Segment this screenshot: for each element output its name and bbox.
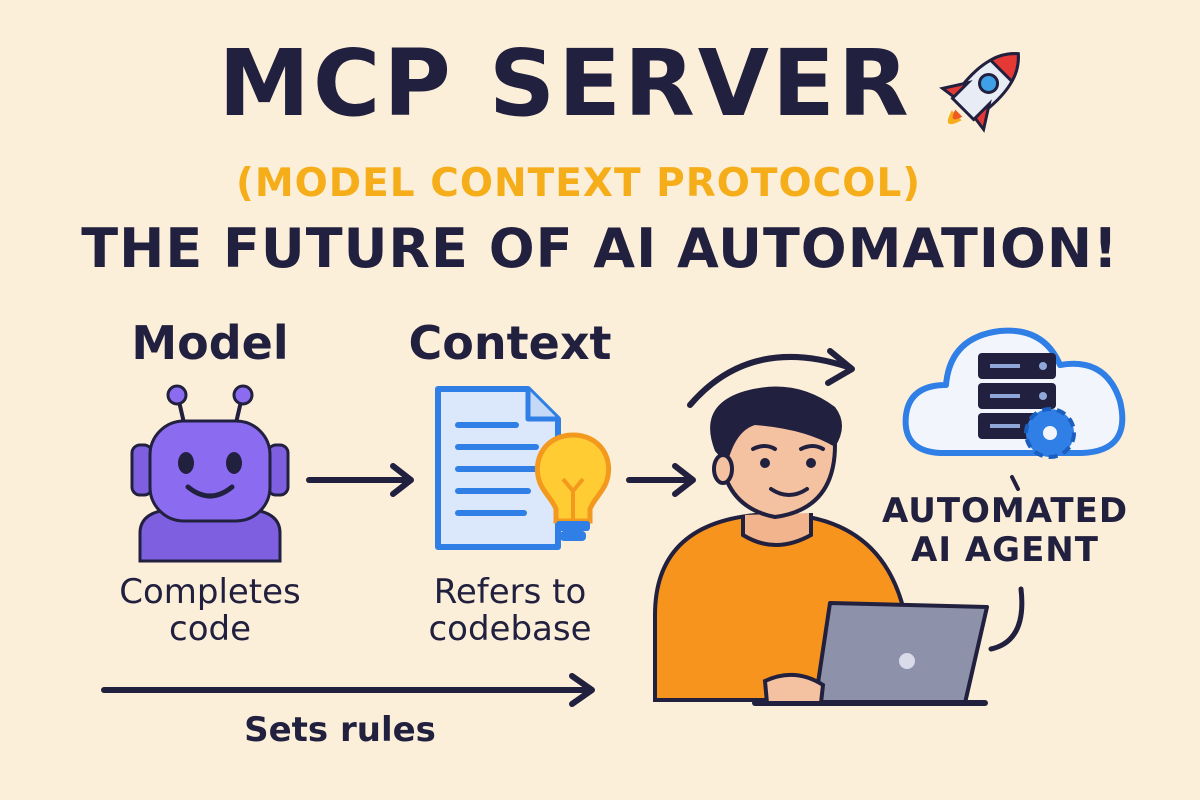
rocket-icon xyxy=(939,52,1020,133)
page-title: MCP SERVER xyxy=(218,30,912,137)
connector-line xyxy=(988,586,1025,652)
agent-label-line1: AUTOMATED xyxy=(881,491,1129,531)
arrow-right-icon xyxy=(626,463,696,497)
agent-label-line2: AI AGENT xyxy=(911,530,1099,571)
model-caption: Completes code xyxy=(95,574,325,647)
context-heading: Context xyxy=(408,316,612,370)
rules-arrow-icon xyxy=(101,673,595,707)
subtitle: (MODEL CONTEXT PROTOCOL) xyxy=(236,161,922,206)
cloud-server-gear-icon xyxy=(902,327,1126,491)
model-heading: Model xyxy=(131,316,289,370)
arrow-right-icon xyxy=(306,463,414,497)
rules-label: Sets rules xyxy=(244,710,436,750)
curved-arrow-icon xyxy=(687,348,855,408)
agent-label: AUTOMATED AI AGENT xyxy=(860,491,1150,571)
robot-icon xyxy=(130,384,290,563)
person-laptop-icon xyxy=(653,386,989,706)
document-lightbulb-icon xyxy=(435,386,612,550)
context-caption-line1: Refers to xyxy=(433,572,587,612)
model-caption-line1: Completes xyxy=(119,572,301,612)
context-caption: Refers to codebase xyxy=(400,574,620,647)
model-caption-line2: code xyxy=(169,608,251,649)
context-caption-line2: codebase xyxy=(428,608,592,649)
tagline: THE FUTURE OF AI AUTOMATION! xyxy=(81,217,1119,280)
